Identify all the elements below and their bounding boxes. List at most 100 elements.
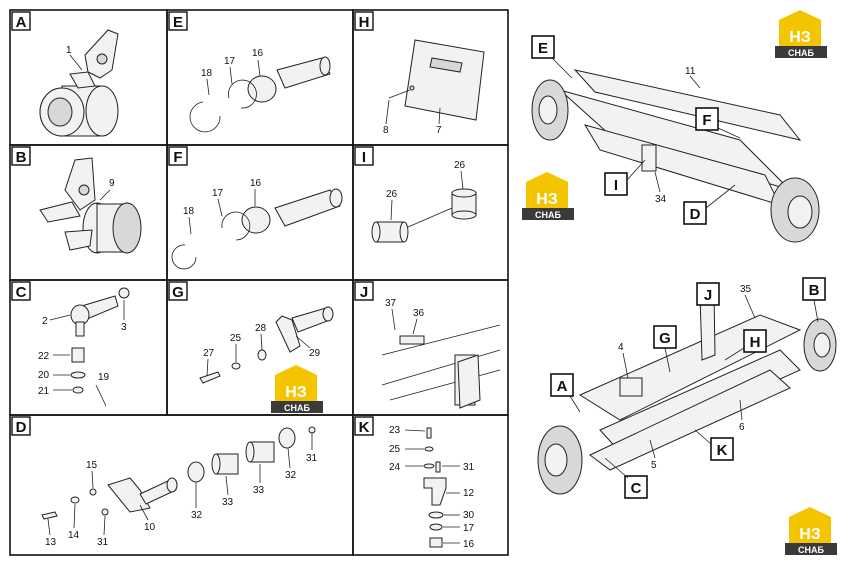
- panel-J[interactable]: [352, 279, 509, 416]
- svg-text:H: H: [750, 334, 761, 351]
- callout-G-bottom: G: [653, 325, 677, 373]
- part-label: 1: [66, 45, 72, 56]
- svg-text:33: 33: [253, 485, 265, 496]
- panel-I[interactable]: [352, 144, 509, 281]
- callout-C-bottom: C: [604, 457, 648, 499]
- svg-text:D: D: [16, 419, 27, 436]
- panel-E-drawing: 16 17 18: [189, 48, 331, 133]
- svg-text:19: 19: [98, 372, 110, 383]
- svg-text:16: 16: [252, 48, 264, 59]
- svg-text:I: I: [362, 149, 366, 166]
- svg-text:4: 4: [618, 342, 624, 353]
- svg-text:17: 17: [224, 56, 236, 67]
- section-letter-H: H: [354, 11, 374, 31]
- section-letter-G: G: [168, 281, 188, 301]
- svg-text:37: 37: [385, 298, 397, 309]
- svg-text:16: 16: [463, 539, 475, 550]
- svg-text:29: 29: [309, 348, 321, 359]
- svg-text:C: C: [16, 284, 27, 301]
- panel-K[interactable]: [352, 414, 509, 556]
- axle-overview-bottom: 35 4 6 5 J B G H A K C: [537, 277, 837, 499]
- svg-text:18: 18: [201, 68, 213, 79]
- panel-A-drawing: 1: [39, 29, 119, 137]
- section-letter-I: I: [354, 146, 374, 166]
- svg-text:27: 27: [203, 348, 215, 359]
- logo-watermarks: НЗ СНАБ НЗ СНАБ НЗ СНАБ НЗ СНАБ: [271, 10, 837, 555]
- svg-text:32: 32: [191, 510, 203, 521]
- svg-text:33: 33: [222, 497, 234, 508]
- svg-text:B: B: [809, 282, 820, 299]
- section-letter-F: F: [168, 146, 188, 166]
- callout-K-bottom: K: [694, 429, 734, 461]
- svg-text:J: J: [360, 284, 368, 301]
- svg-text:18: 18: [183, 206, 195, 217]
- brand-logo-top-right: НЗ СНАБ: [775, 10, 827, 58]
- svg-text:K: K: [717, 442, 728, 459]
- panel-C[interactable]: [9, 279, 168, 416]
- section-letter-J: J: [354, 281, 374, 301]
- svg-text:F: F: [173, 149, 182, 166]
- svg-text:9: 9: [109, 178, 115, 189]
- svg-text:СНАБ: СНАБ: [535, 210, 561, 220]
- panel-H-drawing: 8 7: [383, 39, 485, 136]
- svg-text:8: 8: [383, 125, 389, 136]
- svg-text:7: 7: [436, 125, 442, 136]
- svg-text:СНАБ: СНАБ: [798, 545, 824, 555]
- panel-J-drawing: 37 36: [381, 298, 501, 409]
- svg-text:26: 26: [454, 160, 466, 171]
- brand-logo-bottom-right: НЗ СНАБ: [785, 507, 837, 555]
- svg-text:G: G: [172, 284, 184, 301]
- svg-text:A: A: [16, 14, 27, 31]
- panel-D[interactable]: [9, 414, 354, 556]
- svg-text:10: 10: [144, 522, 156, 533]
- svg-text:K: K: [359, 419, 370, 436]
- svg-text:15: 15: [86, 460, 98, 471]
- svg-text:5: 5: [651, 460, 657, 471]
- callout-F-top: F: [695, 107, 741, 139]
- svg-text:17: 17: [212, 188, 224, 199]
- axle-overview-top: 11 34 E F I D: [531, 35, 820, 243]
- callout-A-bottom: A: [550, 373, 581, 413]
- section-letter-C: C: [11, 281, 31, 301]
- panel-K-drawing: 23 25 24 31 12 30 17 16: [389, 425, 475, 550]
- svg-text:I: I: [614, 177, 618, 194]
- svg-text:25: 25: [389, 444, 401, 455]
- svg-text:23: 23: [389, 425, 401, 436]
- svg-text:E: E: [173, 14, 183, 31]
- svg-text:26: 26: [386, 189, 398, 200]
- svg-text:СНАБ: СНАБ: [284, 403, 310, 413]
- svg-text:24: 24: [389, 462, 401, 473]
- svg-text:14: 14: [68, 530, 80, 541]
- brand-logo-mid-left: НЗ СНАБ: [522, 172, 574, 220]
- svg-text:3: 3: [121, 322, 127, 333]
- panel-G[interactable]: [166, 279, 354, 416]
- panel-I-drawing: 26 26: [371, 160, 477, 243]
- svg-text:НЗ: НЗ: [536, 191, 558, 208]
- svg-text:11: 11: [685, 66, 696, 77]
- callout-D-top: D: [683, 184, 736, 225]
- section-letters: A E H B F I C G J D K: [11, 11, 374, 436]
- svg-text:28: 28: [255, 323, 267, 334]
- svg-text:6: 6: [739, 422, 745, 433]
- svg-text:16: 16: [250, 178, 262, 189]
- svg-text:НЗ: НЗ: [799, 526, 821, 543]
- panel-C-drawing: 2 3 22 20 19 21: [38, 287, 130, 407]
- svg-text:12: 12: [463, 488, 475, 499]
- svg-text:13: 13: [45, 537, 57, 548]
- svg-text:НЗ: НЗ: [285, 384, 307, 401]
- brand-logo-panel-G: НЗ СНАБ: [271, 365, 323, 413]
- svg-text:35: 35: [740, 284, 752, 295]
- svg-text:СНАБ: СНАБ: [788, 48, 814, 58]
- svg-text:21: 21: [38, 386, 50, 397]
- svg-text:20: 20: [38, 370, 50, 381]
- svg-text:D: D: [690, 206, 701, 223]
- panel-B-drawing: 9: [39, 157, 142, 254]
- callout-E-top: E: [531, 35, 573, 79]
- svg-text:C: C: [631, 480, 642, 497]
- svg-text:32: 32: [285, 470, 297, 481]
- section-letter-B: B: [11, 146, 31, 166]
- panel-G-drawing: 27 25 28 29: [199, 306, 334, 384]
- panel-F-drawing: 16 17 18: [171, 178, 343, 270]
- callout-J-bottom: J: [696, 282, 720, 306]
